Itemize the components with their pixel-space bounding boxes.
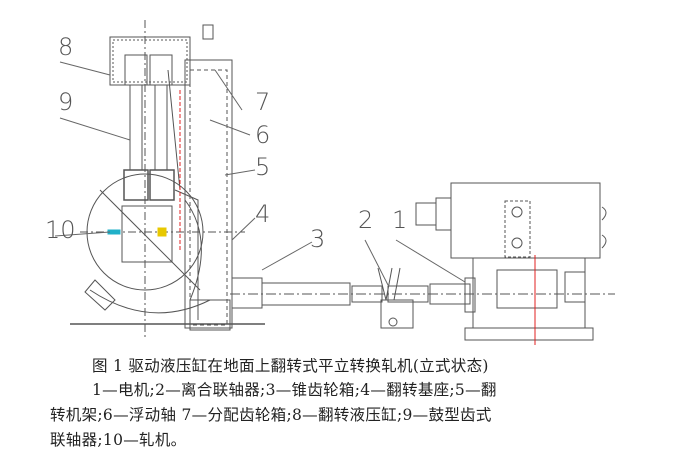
- part-label-3: 3: [310, 225, 325, 253]
- part-label-7: 7: [255, 88, 270, 116]
- part-label-2: 2: [358, 206, 373, 234]
- figure-legend-line: 1—电机;2—离合联轴器;3—锥齿轮箱;4—翻转基座;5—翻: [92, 381, 497, 399]
- figure-legend-line: 联轴器;10—轧机。: [50, 431, 187, 449]
- part-label-9: 9: [58, 88, 73, 116]
- part-label-1: 1: [392, 206, 407, 234]
- part-label-10: 10: [45, 216, 76, 244]
- part-label-6: 6: [255, 121, 270, 149]
- part-label-5: 5: [255, 153, 270, 181]
- part-label-8: 8: [58, 33, 73, 61]
- vertical-mill-assembly: [70, 20, 265, 340]
- mill-engineering-drawing: 1 2 3 4 5 6 7 8 9 10: [45, 20, 615, 345]
- figure-caption-title: 图 1 驱动液压缸在地面上翻转式平立转换轧机(立式状态): [92, 357, 489, 375]
- part-label-4: 4: [255, 200, 270, 228]
- part-labels: 1 2 3 4 5 6 7 8 9 10: [45, 33, 407, 253]
- leader-lines: [54, 61, 466, 286]
- figure-legend-line: 转机架;6—浮动轴 7—分配齿轮箱;8—翻转液压缸;9—鼓型齿式: [50, 406, 492, 424]
- drive-shaft-line: [230, 267, 615, 329]
- motor: [415, 182, 607, 345]
